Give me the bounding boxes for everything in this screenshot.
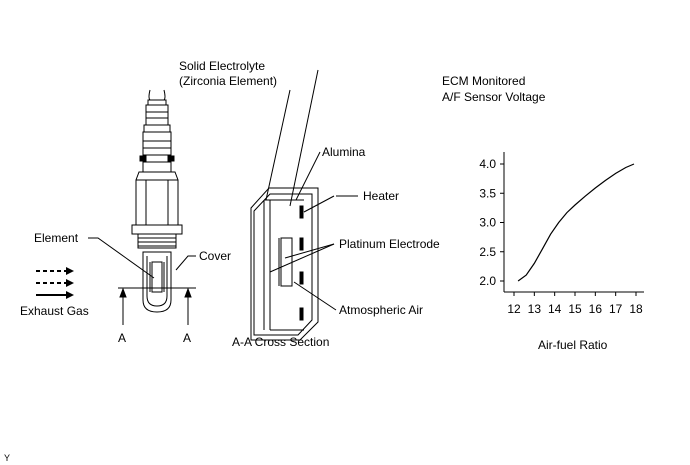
x-tick-group: 12 13 14 15 16 17 18 <box>507 292 643 316</box>
atmospheric-air-label: Atmospheric Air <box>339 303 423 317</box>
x-axis-label: Air-fuel Ratio <box>538 338 608 352</box>
x-tick-label: 14 <box>548 302 562 316</box>
heater-label: Heater <box>363 189 399 203</box>
y-tick-group: 2.0 2.5 3.0 3.5 4.0 <box>479 157 504 288</box>
x-tick-label: 15 <box>568 302 582 316</box>
corner-mark: Y <box>4 453 10 463</box>
y-tick-label: 4.0 <box>479 157 496 171</box>
section-a-left-label: A <box>118 331 126 345</box>
exhaust-gas-arrows <box>36 267 74 299</box>
exhaust-gas-label: Exhaust Gas <box>20 304 89 318</box>
y-tick-label: 3.5 <box>479 186 496 200</box>
chart-title-line1: ECM Monitored <box>442 74 525 88</box>
solid-electrolyte-label-1: Solid Electrolyte <box>179 59 265 73</box>
cover-label: Cover <box>199 249 231 263</box>
voltage-series-line <box>517 163 635 282</box>
section-a-right-label: A <box>183 331 191 345</box>
chart-title-line2: A/F Sensor Voltage <box>442 90 546 104</box>
x-tick-label: 13 <box>528 302 542 316</box>
x-tick-label: 16 <box>589 302 603 316</box>
y-tick-label: 2.5 <box>479 245 496 259</box>
y-tick-label: 3.0 <box>479 216 496 230</box>
x-tick-label: 18 <box>629 302 643 316</box>
af-voltage-chart: ECM Monitored A/F Sensor Voltage 2.0 2.5 3… <box>442 74 644 352</box>
cross-section-caption: A-A Cross Section <box>232 335 329 349</box>
alumina-label: Alumina <box>322 145 366 159</box>
cross-section-drawing <box>250 69 337 341</box>
x-tick-label: 17 <box>609 302 623 316</box>
element-label: Element <box>34 231 79 245</box>
y-tick-label: 2.0 <box>479 274 496 288</box>
x-tick-label: 12 <box>507 302 521 316</box>
solid-electrolyte-label-2: (Zirconia Element) <box>179 74 277 88</box>
platinum-electrode-label: Platinum Electrode <box>339 237 440 251</box>
af-sensor-drawing <box>88 89 196 325</box>
